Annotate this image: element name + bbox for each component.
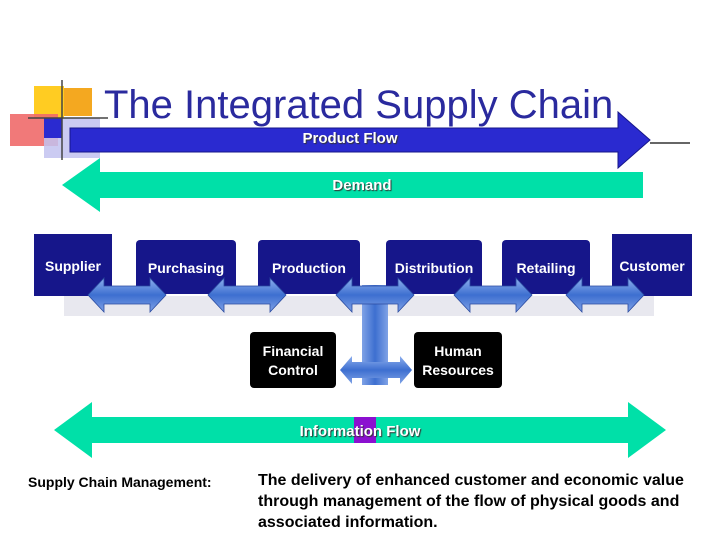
chain-label-supplier: Supplier: [44, 258, 101, 274]
chain-box-production: [258, 240, 360, 294]
chain-box-purchasing: [136, 240, 236, 294]
human-resources-line-2: Resources: [422, 362, 494, 378]
blue-square: [44, 118, 62, 138]
chain-label-production: Production: [272, 260, 346, 276]
support-connector: [340, 356, 412, 384]
financial-line-1: Financial: [262, 343, 324, 359]
support-label-human-resources: Human Resources: [414, 342, 502, 380]
chain-label-customer: Customer: [619, 258, 685, 274]
connector-retailing-customer: [565, 276, 645, 314]
definition-line-1: The delivery of enhanced customer and ec…: [258, 472, 684, 489]
demand-label: Demand: [332, 177, 392, 194]
yellow-square: [34, 86, 64, 118]
support-box-human-resources: [414, 332, 502, 388]
definition-text: The delivery of enhanced customer and ec…: [258, 470, 728, 533]
page-title: The Integrated Supply Chain: [104, 83, 614, 127]
definition-line-3: associated information.: [258, 514, 438, 531]
support-label-financial: Financial Control: [250, 342, 336, 380]
chain-label-distribution: Distribution: [394, 260, 474, 276]
connector-supplier-purchasing: [87, 276, 167, 314]
human-resources-line-1: Human: [434, 343, 482, 359]
information-flow-accent: [354, 417, 376, 443]
chain-box-distribution: [386, 240, 482, 294]
support-box-financial: [250, 332, 336, 388]
product-flow-label: Product Flow: [302, 130, 398, 147]
product-flow-arrow: [69, 110, 651, 170]
chain-label-purchasing: Purchasing: [147, 260, 225, 276]
demand-arrow: [62, 158, 643, 212]
definition-line-2: through management of the flow of physic…: [258, 493, 680, 510]
definition-label: Supply Chain Management:: [28, 474, 212, 490]
connector-distribution-retailing: [453, 276, 533, 314]
chain-connectors: [87, 276, 645, 314]
chain-label-retailing: Retailing: [516, 260, 576, 276]
connector-production-distribution: [335, 276, 415, 314]
logo-squares: [10, 80, 108, 160]
orange-square: [64, 88, 92, 116]
connector-purchasing-production: [207, 276, 287, 314]
financial-line-2: Control: [268, 362, 318, 378]
chain-box-retailing: [502, 240, 590, 294]
information-flow-label: Information Flow: [299, 423, 421, 440]
